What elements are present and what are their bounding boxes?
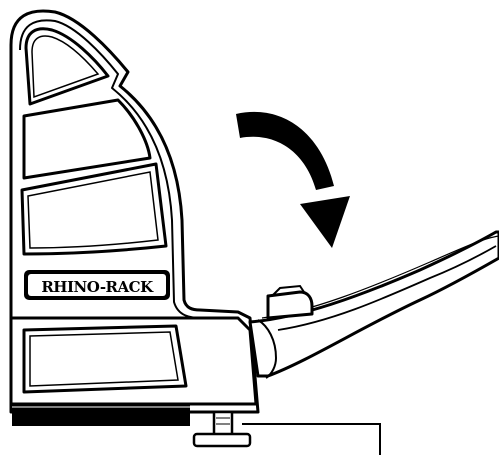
base-foot-pad	[12, 404, 190, 426]
lever-knob-top	[271, 284, 305, 297]
lever-arm	[248, 230, 499, 379]
brand-plate-inset	[28, 274, 166, 296]
base-window-inner	[29, 331, 179, 387]
window-lower-inner	[27, 171, 159, 249]
curved-arrow-down-icon	[236, 111, 350, 248]
base-housing	[9, 316, 258, 426]
bolt-head	[192, 432, 252, 448]
window-top	[24, 27, 110, 106]
lever-knob	[266, 290, 314, 320]
window-middle	[22, 98, 152, 180]
lever-hinge	[257, 319, 278, 379]
lever-body	[248, 230, 499, 378]
body-inner-outline	[19, 19, 239, 321]
rotation-arrow-body	[236, 111, 334, 190]
rotation-arrow-head	[300, 196, 350, 248]
base-window	[22, 324, 188, 394]
window-top-inner	[31, 35, 100, 99]
callout-line	[242, 423, 381, 455]
lever-inner-line	[277, 245, 497, 331]
window-lower	[20, 162, 168, 256]
brand-plate: RHINO-RACK	[24, 270, 170, 300]
body-windows	[20, 27, 168, 256]
adjustment-bolt	[192, 410, 252, 448]
callout-leader	[242, 423, 381, 455]
brand-logo-text: RHINO-RACK	[41, 278, 154, 296]
